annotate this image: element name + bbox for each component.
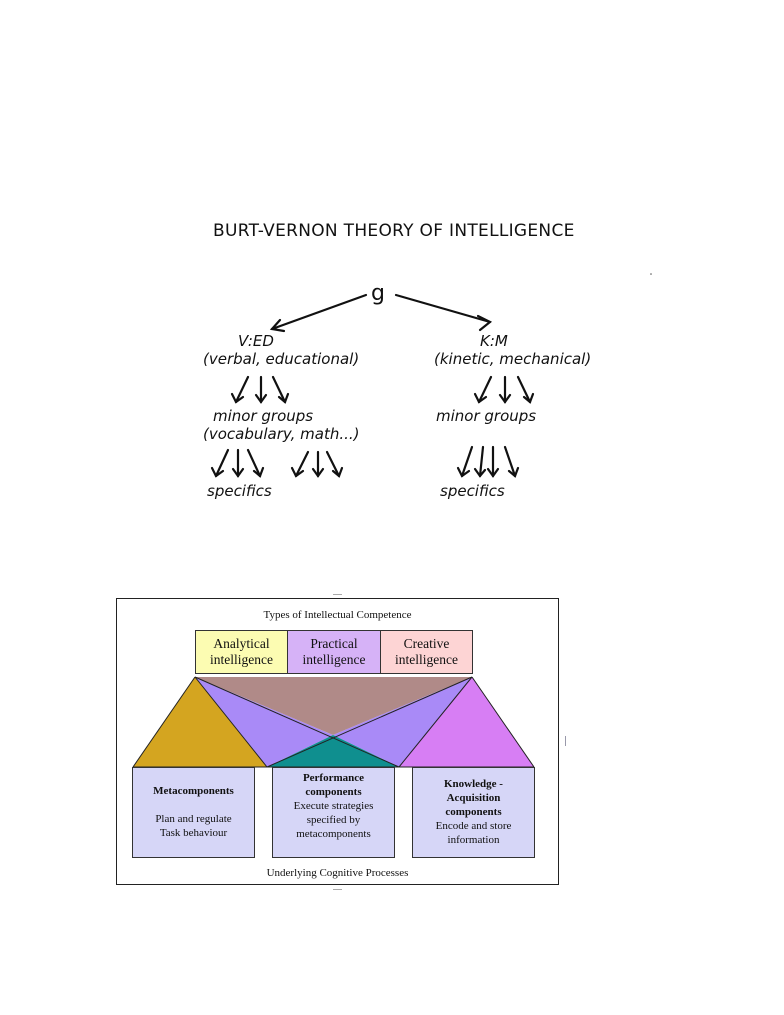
ved-minor-groups: minor groups xyxy=(213,407,314,425)
knowledge-title2: Acquisition xyxy=(446,792,501,804)
performance-desc1: Execute strategies xyxy=(293,800,374,812)
knowledge-title3: components xyxy=(445,806,502,818)
analytical-line2: intelligence xyxy=(210,652,273,667)
ved-minor-sub: (vocabulary, math...) xyxy=(203,425,360,443)
figure-title: Types of Intellectual Competence xyxy=(263,609,412,621)
figure-footer: Underlying Cognitive Processes xyxy=(266,867,409,879)
km-specifics: specifics xyxy=(440,482,505,500)
metacomponents-desc2: Task behaviour xyxy=(159,827,228,839)
metacomponents-title: Metacomponents xyxy=(153,785,234,797)
mauve-band xyxy=(195,677,472,735)
arrows-ved-to-minor xyxy=(230,375,290,404)
arrow-head-ved xyxy=(269,318,286,333)
performance-desc3: metacomponents xyxy=(296,828,371,840)
stray-dot xyxy=(650,273,652,275)
gold-triangle xyxy=(133,677,267,767)
hand-title: BURT-VERNON THEORY OF INTELLIGENCE xyxy=(213,221,575,241)
magenta-triangle xyxy=(399,677,534,767)
metacomponents-desc1: Plan and regulate xyxy=(155,813,232,825)
analytical-line1: Analytical xyxy=(213,636,270,651)
km-minor-groups: minor groups xyxy=(436,407,537,425)
metacomponents-box: Metacomponents Plan and regulate Task be… xyxy=(132,767,255,858)
creative-intelligence-box: Creative intelligence xyxy=(380,630,473,674)
arrows-left-minor-to-specifics-2 xyxy=(290,450,344,478)
performance-desc2: specified by xyxy=(306,814,361,826)
arrow-head-km xyxy=(476,314,493,332)
teal-triangle xyxy=(267,735,399,767)
analytical-intelligence-box: Analytical intelligence xyxy=(195,630,288,674)
arrow-g-to-ved xyxy=(270,293,368,331)
performance-title1: Performance xyxy=(302,772,365,784)
practical-intelligence-box: Practical intelligence xyxy=(287,630,381,674)
scan-mark-bottom xyxy=(333,889,342,890)
arrows-right-minor-to-specifics xyxy=(456,445,520,478)
ved-specifics: specifics xyxy=(207,482,272,500)
performance-components-box: Performance components Execute strategie… xyxy=(272,767,395,858)
creative-line2: intelligence xyxy=(395,652,458,667)
hand-diagram-canvas xyxy=(210,273,652,478)
root-g: g xyxy=(371,281,385,306)
km-sub: (kinetic, mechanical) xyxy=(434,350,592,368)
scan-mark-side xyxy=(565,736,566,746)
creative-line1: Creative xyxy=(403,636,450,651)
km-label: K:M xyxy=(480,332,508,350)
knowledge-title1: Knowledge - xyxy=(444,778,503,790)
arrows-left-minor-to-specifics-1 xyxy=(210,448,265,478)
practical-line2: intelligence xyxy=(302,652,366,667)
scan-mark-top xyxy=(333,594,342,595)
knowledge-acquisition-box: Knowledge - Acquisition components Encod… xyxy=(412,767,535,858)
knowledge-desc1: Encode and store xyxy=(435,820,512,832)
knowledge-desc2: information xyxy=(447,834,500,846)
intellectual-competence-figure: Types of Intellectual Competence Analyti… xyxy=(116,598,559,885)
violet-band-left xyxy=(195,677,333,767)
figure-shapes xyxy=(132,676,535,768)
arrows-km-to-minor xyxy=(473,375,535,404)
ved-label: V:ED xyxy=(238,332,274,350)
practical-line1: Practical xyxy=(310,636,358,651)
arrow-g-to-km xyxy=(394,293,492,324)
performance-title2: components xyxy=(305,786,362,798)
violet-band-right xyxy=(333,677,472,767)
ved-sub: (verbal, educational) xyxy=(203,350,360,368)
